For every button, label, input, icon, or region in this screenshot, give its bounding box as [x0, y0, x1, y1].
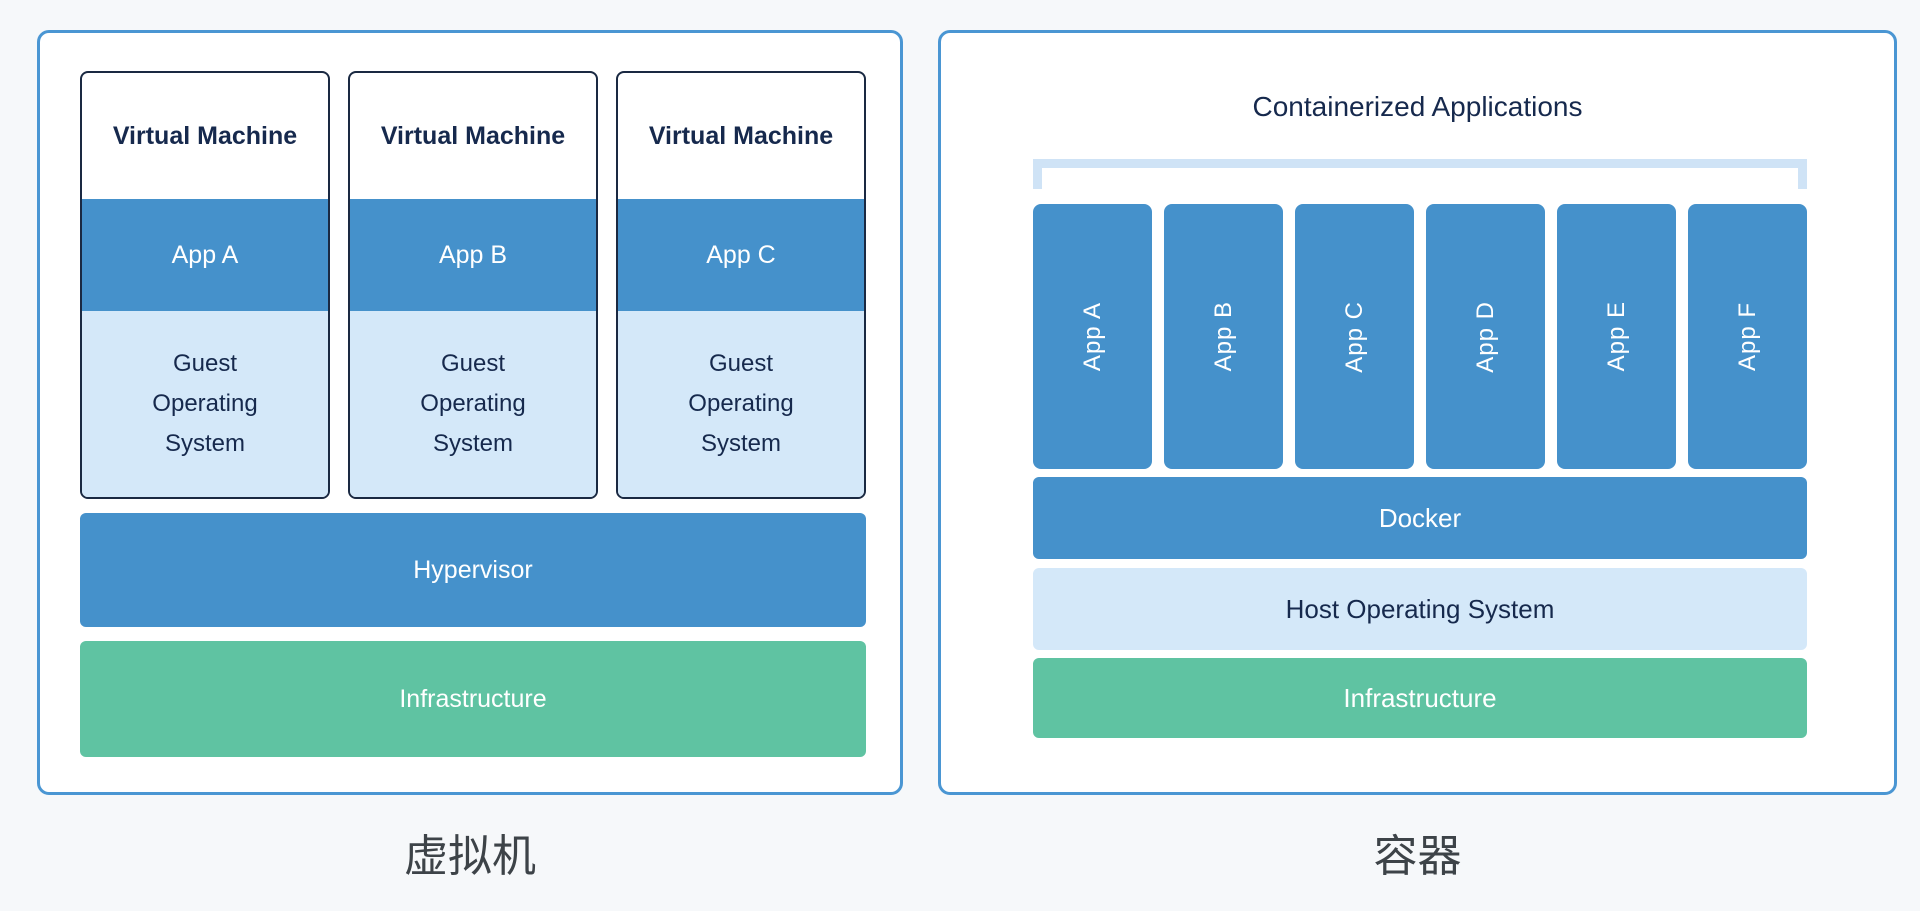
guest-os-block: Guest Operating System — [82, 311, 328, 497]
vm-app-bar: App A — [82, 199, 328, 311]
guest-os-line: Operating — [152, 390, 258, 417]
container-bracket — [1033, 159, 1807, 189]
vm-panel: Virtual Machine App A Guest Operating Sy… — [37, 30, 903, 795]
container-app-f: App F — [1688, 204, 1807, 469]
vm-row: Virtual Machine App A Guest Operating Sy… — [80, 71, 866, 499]
guest-os-line: Guest — [440, 350, 506, 377]
guest-os-line: Guest — [172, 350, 238, 377]
container-app-label: App B — [1209, 301, 1237, 372]
docker-bar: Docker — [1033, 477, 1807, 559]
vm-app-bar: App B — [350, 199, 596, 311]
guest-os-line: Guest — [708, 350, 774, 377]
guest-os-line: System — [700, 430, 781, 457]
container-apps-row: App A App B App C App D App E App F — [1033, 204, 1807, 469]
vm-title: Virtual Machine — [112, 121, 298, 150]
container-app-b: App B — [1164, 204, 1283, 469]
guest-os-block: Guest Operating System — [350, 311, 596, 497]
vm-box-1: Virtual Machine App A Guest Operating Sy… — [80, 71, 330, 499]
vm-title: Virtual Machine — [380, 121, 566, 150]
guest-os-line: Operating — [420, 390, 526, 417]
container-caption: 容器 — [1373, 832, 1462, 881]
vm-caption: 虚拟机 — [404, 832, 536, 881]
vm-box-2: Virtual Machine App B Guest Operating Sy… — [348, 71, 598, 499]
host-os-bar: Host Operating System — [1033, 568, 1807, 650]
vm-box-3: Virtual Machine App C Guest Operating Sy… — [616, 71, 866, 499]
container-panel: Containerized Applications App A App B A… — [938, 30, 1897, 795]
container-app-c: App C — [1295, 204, 1414, 469]
container-app-e: App E — [1557, 204, 1676, 469]
container-app-label: App E — [1602, 301, 1630, 372]
guest-os-block: Guest Operating System — [618, 311, 864, 497]
container-app-label: App C — [1340, 300, 1368, 373]
guest-os-line: Operating — [688, 390, 794, 417]
container-app-d: App D — [1426, 204, 1545, 469]
vm-title: Virtual Machine — [648, 121, 834, 150]
hypervisor-bar: Hypervisor — [80, 513, 866, 627]
vm-app-bar: App C — [618, 199, 864, 311]
container-app-label: App D — [1471, 300, 1499, 373]
container-app-a: App A — [1033, 204, 1152, 469]
infrastructure-bar: Infrastructure — [1033, 658, 1807, 738]
infrastructure-bar: Infrastructure — [80, 641, 866, 757]
container-app-label: App A — [1078, 301, 1106, 372]
guest-os-line: System — [164, 430, 245, 457]
container-app-label: App F — [1733, 301, 1761, 372]
guest-os-line: System — [432, 430, 513, 457]
containerized-apps-title: Containerized Applications — [1252, 91, 1583, 122]
